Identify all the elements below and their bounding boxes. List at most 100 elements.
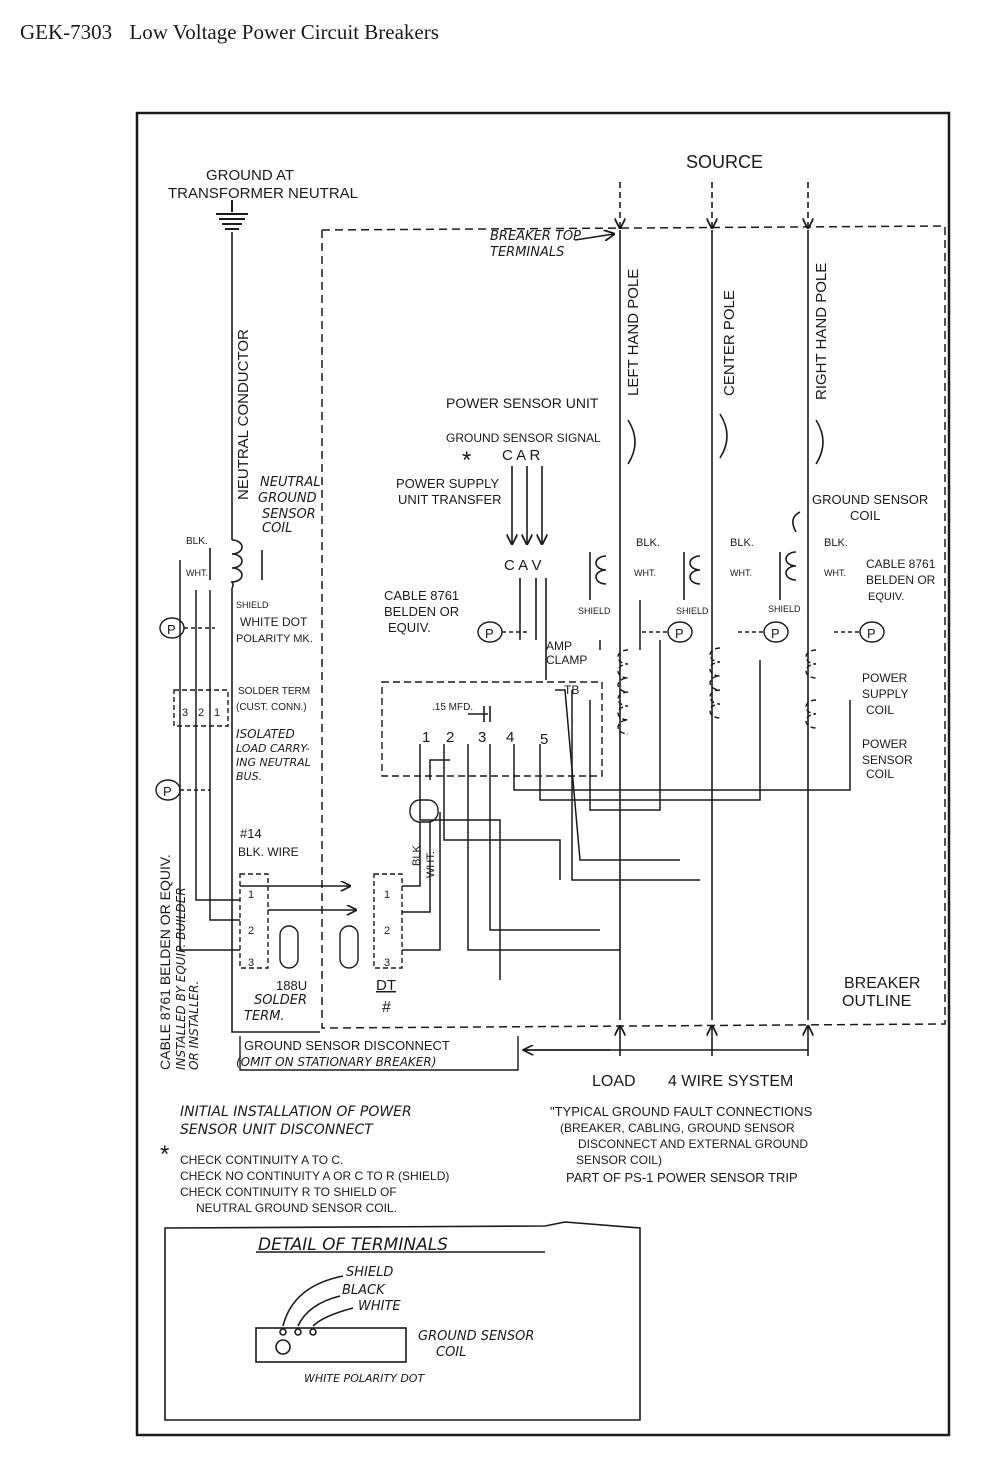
neutral-ground-sensor-coil <box>209 539 263 589</box>
cable-left-label-2: BELDEN OR <box>384 604 459 619</box>
solder-term-block <box>173 689 229 727</box>
center-pole-label: CENTER POLE <box>721 290 738 396</box>
power-supply-coil-label-1: POWER <box>862 671 908 685</box>
detail-of-terminals-box <box>164 1221 641 1421</box>
neutral-gs-label-2: GROUND <box>258 491 317 506</box>
typical-label-2: (BREAKER, CABLING, GROUND SENSOR <box>560 1121 795 1135</box>
initial-install-label-2: SENSOR UNIT DISCONNECT <box>180 1122 374 1138</box>
terminal-3: 3 <box>478 729 486 746</box>
power-supply-label-2: UNIT TRANSFER <box>398 492 502 507</box>
detail-shield-label: SHIELD <box>346 1265 393 1280</box>
white-dot-label-2: POLARITY MK. <box>236 633 313 645</box>
hash-label: # <box>382 999 391 1016</box>
four-wire-label: 4 WIRE SYSTEM <box>668 1073 793 1090</box>
breaker-top-label-2: TERMINALS <box>490 245 564 260</box>
power-sensor-coil-label-3: COIL <box>866 767 894 781</box>
detail-gsc-label-1: GROUND SENSOR <box>418 1329 534 1344</box>
check-star: * <box>160 1141 169 1168</box>
blk-lhp: BLK. <box>636 537 660 549</box>
amp-clamp-label-1: AMP <box>546 639 572 653</box>
wht-vertical: WHT. <box>425 851 437 878</box>
check-line-2: CHECK NO CONTINUITY A OR C TO R (SHIELD) <box>180 1169 449 1183</box>
tb-label: TB <box>564 683 579 697</box>
isolated-label-2: LOAD CARRY- <box>236 742 310 755</box>
power-sensor-unit-label: POWER SENSOR UNIT <box>446 395 599 411</box>
p-label-6: P <box>163 784 172 799</box>
isolated-label-4: BUS. <box>236 770 262 783</box>
pole-ground-sensor-coils <box>589 511 801 600</box>
ground-sensor-coil-label-1: GROUND SENSOR <box>812 492 928 507</box>
power-supply-coil-label-3: COIL <box>866 703 894 717</box>
check-line-3: CHECK CONTINUITY R TO SHIELD OF <box>180 1185 397 1199</box>
tb-num-2: 2 <box>198 707 204 719</box>
breaker-outline-box <box>321 225 946 1029</box>
cable-vertical-label-2: INSTALLED BY EQUIP. BUILDER <box>174 887 188 1070</box>
power-supply-coil-label-2: SUPPLY <box>862 687 908 701</box>
power-sensor-coil-label-2: SENSOR <box>862 753 913 767</box>
solder-b-label-2: TERM. <box>244 1009 285 1024</box>
shield-lhp: SHIELD <box>578 606 611 616</box>
typical-label-4: SENSOR COIL) <box>576 1153 662 1167</box>
blk-cp: BLK. <box>730 537 754 549</box>
cable-right-label-3: EQUIV. <box>868 591 904 603</box>
right-hand-pole-label: RIGHT HAND POLE <box>813 263 830 400</box>
terminal-block-box <box>381 681 603 777</box>
cable-left-label-3: EQUIV. <box>388 620 431 635</box>
p-label-2: P <box>485 626 494 641</box>
neutral-conductor-wire <box>231 232 320 1033</box>
solder-term-label-2: (CUST. CONN.) <box>236 702 307 713</box>
terminal-4: 4 <box>506 729 514 746</box>
detail-gsc-label-2: COIL <box>436 1345 466 1360</box>
signal-arrows <box>512 466 546 680</box>
blk-vertical: BLK. <box>411 842 423 866</box>
disconnect-block-left <box>239 873 269 969</box>
disconnect-plug-2 <box>339 925 359 969</box>
neutral-gs-label-3: SENSOR <box>262 507 316 522</box>
shield-rhp: SHIELD <box>768 604 801 614</box>
cable-right-label-1: CABLE 8761 <box>866 557 936 571</box>
shield-left: SHIELD <box>236 600 269 610</box>
wht-rhp: WHT. <box>824 568 846 578</box>
interconnect-wiring <box>419 600 851 980</box>
power-sensor-arcs <box>627 413 824 465</box>
blk-left: BLK. <box>186 536 208 547</box>
wht-left: WHT. <box>186 568 208 578</box>
p-label-3: P <box>675 626 684 641</box>
disconnect-block-right <box>373 873 403 969</box>
power-supply-coils <box>617 647 817 735</box>
dt-num-2: 2 <box>384 925 390 937</box>
blk-wire-label: BLK. WIRE <box>238 845 299 859</box>
terminal-1: 1 <box>422 729 430 746</box>
gs-disconnect-label-2: (OMIT ON STATIONARY BREAKER) <box>236 1055 436 1069</box>
power-sensor-coil-label-1: POWER <box>862 737 908 751</box>
blk-rhp: BLK. <box>824 537 848 549</box>
disconnect-plug-1 <box>279 925 299 969</box>
initial-install-label-1: INITIAL INSTALLATION OF POWER <box>180 1104 412 1120</box>
wire-14-label: #14 <box>240 826 262 841</box>
p-label-5: P <box>867 626 876 641</box>
g-num-3: 3 <box>248 957 254 969</box>
neutral-conductor-label: NEUTRAL CONDUCTOR <box>235 329 252 500</box>
left-hand-pole-label: LEFT HAND POLE <box>625 269 642 396</box>
ground-at-label: GROUND AT <box>206 167 294 184</box>
solder-term-label-1: SOLDER TERM <box>238 686 310 697</box>
disconnect-plug-3 <box>409 799 439 823</box>
dt-num-1: 1 <box>384 889 390 901</box>
transformer-neutral-label: TRANSFORMER NEUTRAL <box>168 185 358 202</box>
doc-title: Low Voltage Power Circuit Breakers <box>129 20 439 44</box>
tb-num-3: 3 <box>182 707 188 719</box>
p-connectors <box>155 617 885 801</box>
detail-black-label: BLACK <box>342 1283 386 1298</box>
isolated-label-3: ING NEUTRAL <box>236 756 311 769</box>
typical-label-3: DISCONNECT AND EXTERNAL GROUND <box>578 1137 808 1151</box>
mfd-label: .15 MFD. <box>432 702 473 713</box>
g-num-1: 1 <box>248 889 254 901</box>
breaker-top-label-1: BREAKER TOP <box>490 229 581 244</box>
typical-label-5: PART OF PS-1 POWER SENSOR TRIP <box>566 1170 798 1185</box>
white-dot-label-1: WHITE DOT <box>240 615 308 629</box>
star-mark: * <box>462 447 471 474</box>
terminal-2: 2 <box>446 729 454 746</box>
g-num-2: 2 <box>248 925 254 937</box>
solder-b-label-1: SOLDER <box>254 993 307 1008</box>
